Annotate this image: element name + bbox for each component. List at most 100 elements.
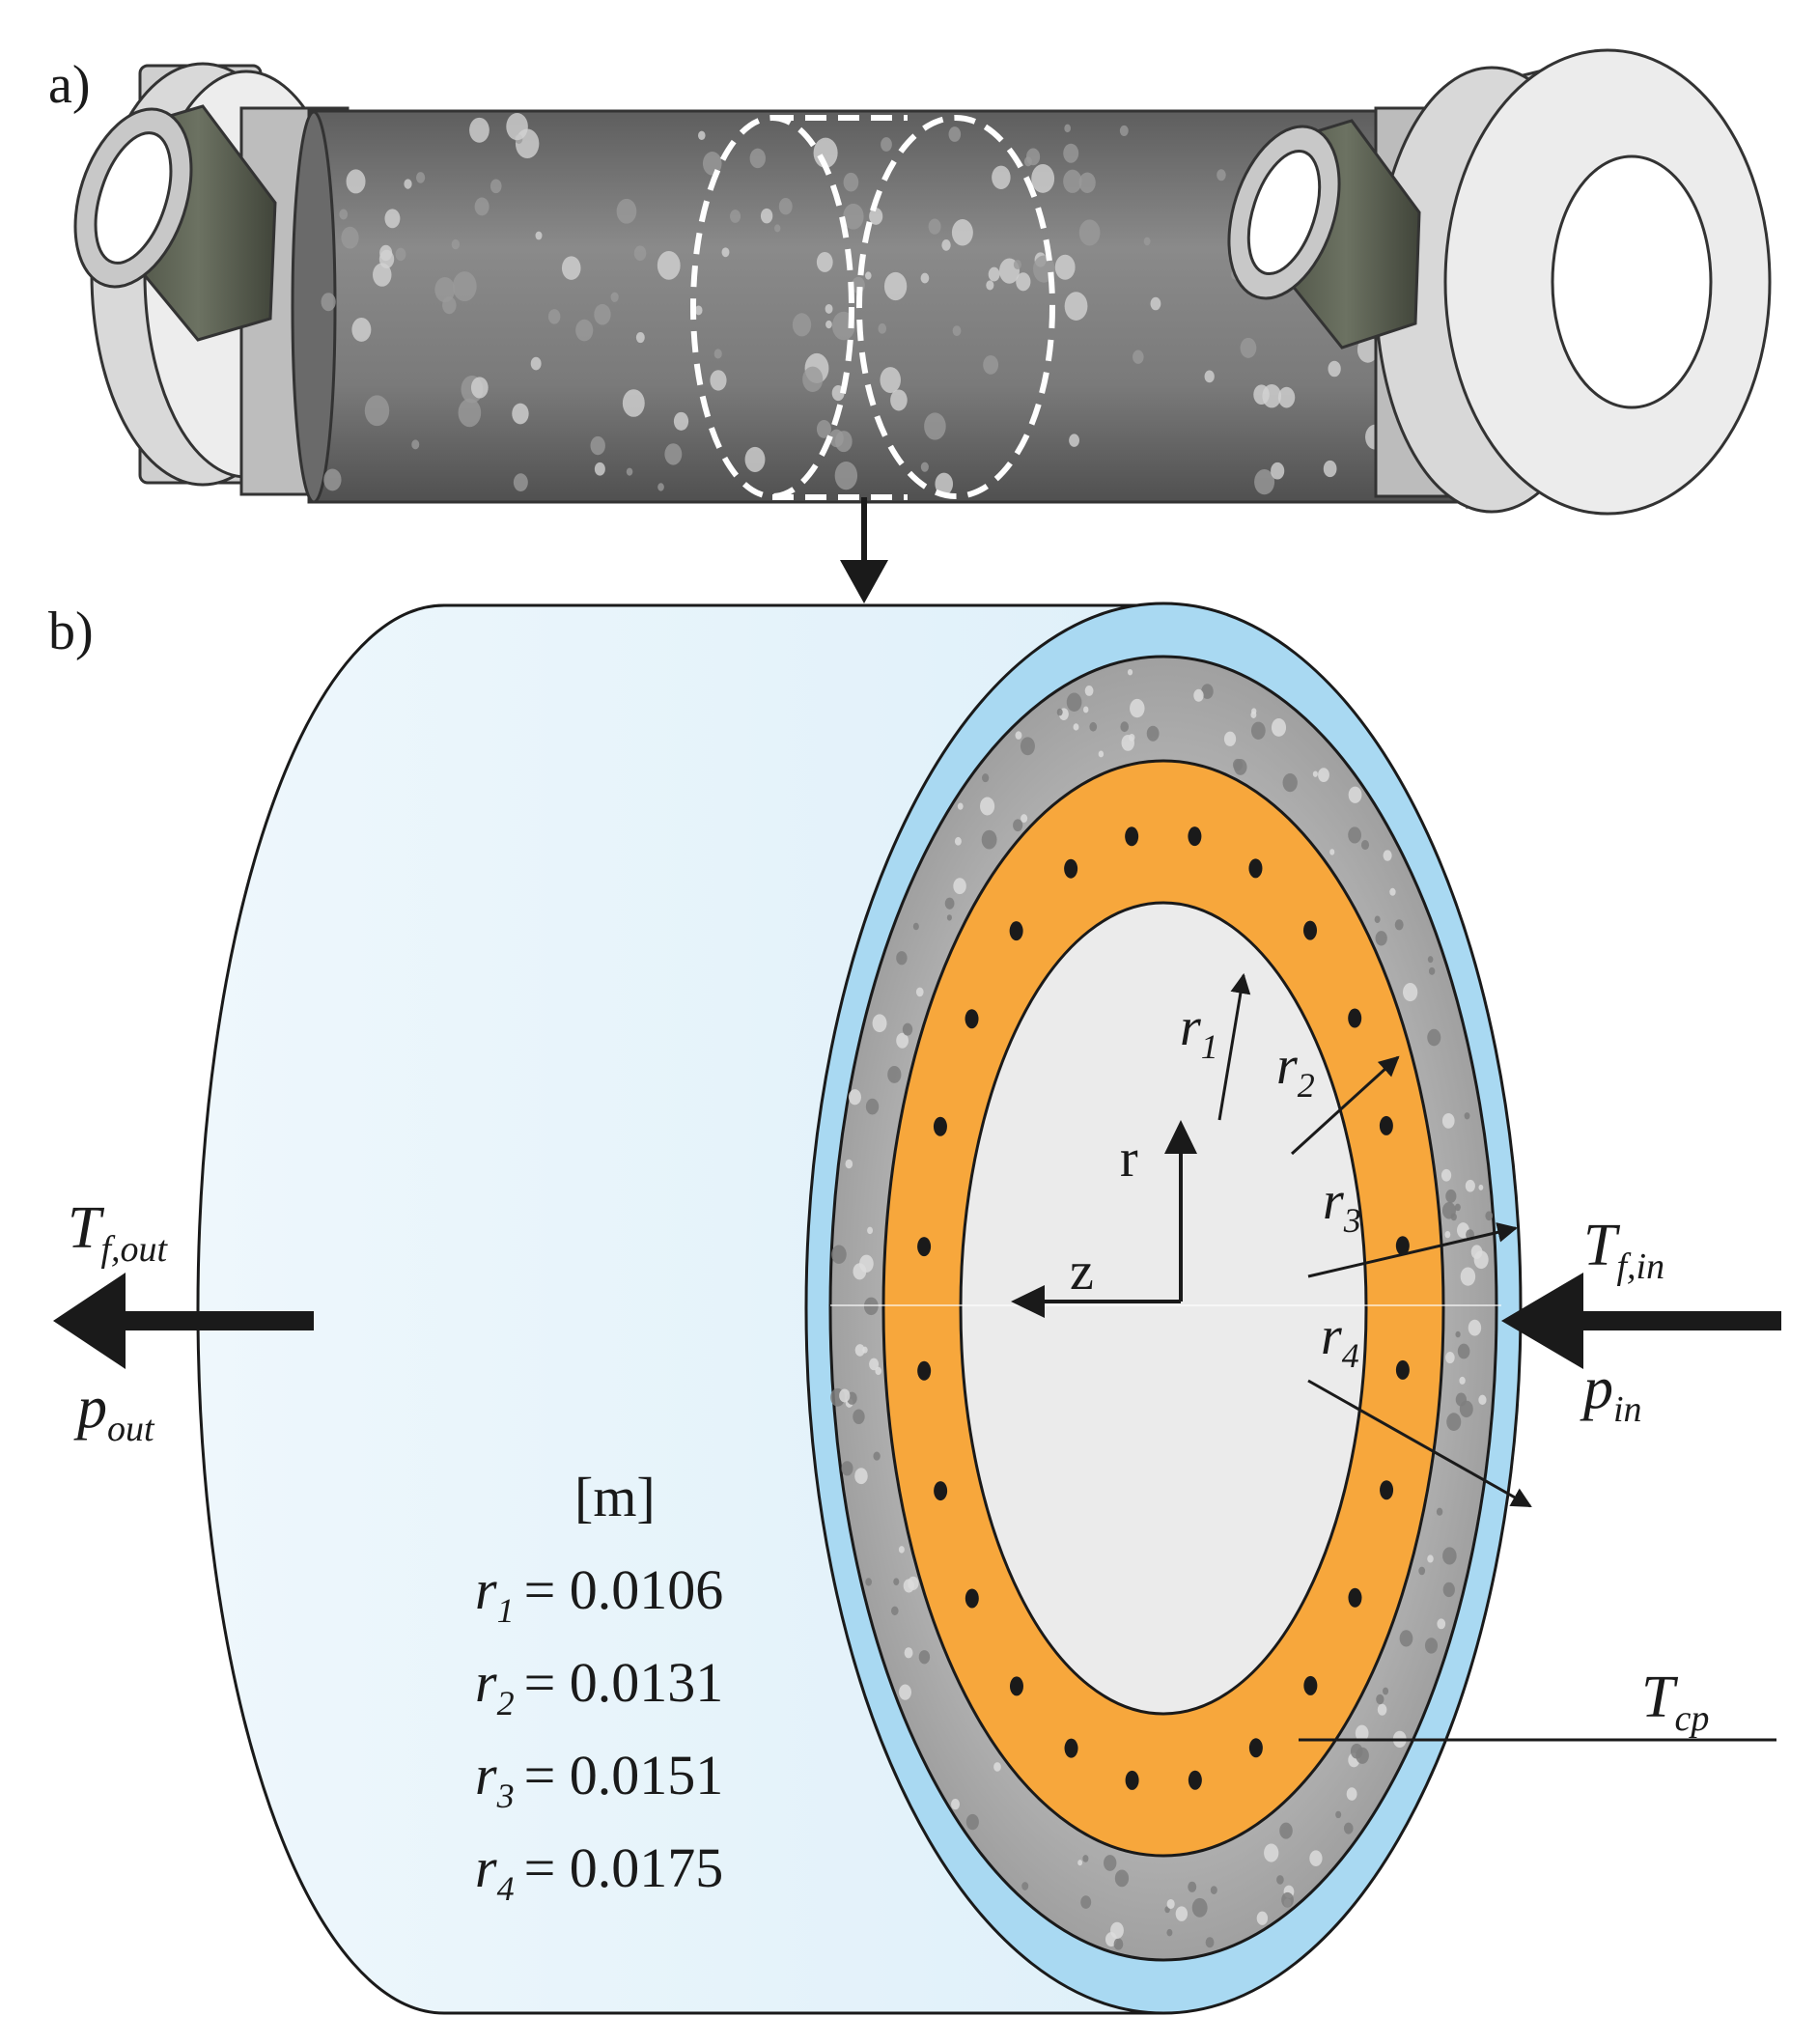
droplet [904, 1647, 913, 1659]
droplet [575, 319, 594, 342]
r4-arrow [1307, 1379, 1532, 1508]
droplet [957, 802, 964, 810]
droplet [953, 878, 966, 895]
droplet [694, 305, 703, 316]
droplet [1427, 1554, 1434, 1563]
detail-arrow [840, 497, 888, 603]
z-axis-label: z [1070, 1242, 1094, 1302]
droplet [869, 208, 883, 225]
radius-row-2: r2= 0.0131 [475, 1651, 723, 1722]
droplet [594, 303, 611, 325]
droplet [854, 1468, 868, 1485]
droplet [825, 303, 833, 314]
droplet [458, 398, 482, 428]
droplet [610, 292, 619, 302]
r3-label: r3 [1323, 1171, 1361, 1240]
droplet [1424, 1638, 1439, 1654]
droplet [1478, 1394, 1487, 1406]
channel-hole [917, 1360, 932, 1381]
droplet [1343, 1822, 1354, 1834]
droplet [1440, 1168, 1452, 1182]
droplet [908, 1576, 919, 1590]
droplet [792, 313, 812, 337]
channel-hole [1248, 858, 1263, 879]
droplet [1335, 1810, 1342, 1819]
droplet [590, 435, 605, 456]
droplet [1078, 219, 1101, 246]
droplet [1281, 1891, 1294, 1908]
droplet [896, 1032, 909, 1049]
droplet [1348, 826, 1361, 844]
droplet [721, 247, 730, 258]
droplet [1346, 1787, 1357, 1801]
coordinate-axes: r z [1011, 1120, 1197, 1318]
channel-temperature-callout: Tcp [1299, 1665, 1776, 1742]
droplet [1309, 1850, 1323, 1866]
r-axis-label: r [1120, 1129, 1138, 1189]
channel-hole [1348, 1008, 1362, 1028]
droplet [635, 331, 645, 344]
droplet [778, 198, 793, 215]
channel-hole [1379, 1115, 1393, 1135]
channel-hole [1125, 826, 1139, 847]
channel-hole [1064, 858, 1078, 879]
droplet [893, 1578, 900, 1585]
droplet [404, 179, 412, 189]
channel-hole [1303, 1675, 1318, 1695]
channel-hole [1395, 1236, 1410, 1256]
droplet [1015, 731, 1022, 740]
droplet [530, 356, 542, 371]
droplet [1442, 1547, 1457, 1565]
droplet [1021, 1882, 1029, 1890]
droplet [513, 473, 528, 491]
droplet [1357, 336, 1379, 363]
droplet [982, 773, 990, 783]
droplet [859, 1254, 874, 1273]
droplet [951, 219, 973, 246]
droplet [1382, 1687, 1389, 1695]
droplet [1082, 1855, 1089, 1862]
channel-hole [965, 1588, 979, 1609]
droplet [1355, 1724, 1369, 1742]
droplet [626, 467, 633, 476]
panel-b: b) r z [48, 602, 1781, 2015]
droplet [1459, 1400, 1473, 1418]
droplet [1143, 237, 1151, 246]
droplet [1150, 296, 1161, 311]
droplet [1166, 1928, 1173, 1937]
droplet [616, 198, 637, 224]
droplet [1383, 850, 1392, 861]
droplet [993, 1762, 1001, 1772]
droplet [1428, 966, 1436, 975]
droplet [1360, 840, 1370, 851]
droplet [474, 197, 489, 216]
droplet [1191, 1897, 1208, 1918]
droplet [1460, 1267, 1476, 1286]
droplet [1119, 125, 1129, 137]
droplet [843, 172, 859, 192]
radius-arrows [1217, 972, 1532, 1508]
droplet [1082, 706, 1089, 714]
r1-arrow [1217, 972, 1251, 1121]
droplet [1069, 434, 1079, 447]
droplet [941, 239, 951, 251]
z-axis-arrowhead [1011, 1285, 1045, 1318]
channel-hole [1395, 1359, 1410, 1380]
droplet [1016, 272, 1031, 292]
p-out-label: pout [73, 1375, 155, 1449]
droplet [1054, 254, 1076, 280]
r3-arrow [1307, 1222, 1519, 1278]
channel-hole [934, 1481, 948, 1501]
droplet [470, 377, 489, 399]
droplet [1064, 124, 1072, 133]
droplet [1204, 370, 1215, 383]
droplet [1133, 350, 1144, 364]
droplet [1329, 849, 1335, 855]
droplet [983, 354, 999, 375]
droplet [364, 395, 390, 427]
droplet [1073, 723, 1079, 731]
channel-hole [933, 1116, 947, 1136]
droplet [1276, 1875, 1284, 1885]
droplet [854, 1344, 865, 1357]
